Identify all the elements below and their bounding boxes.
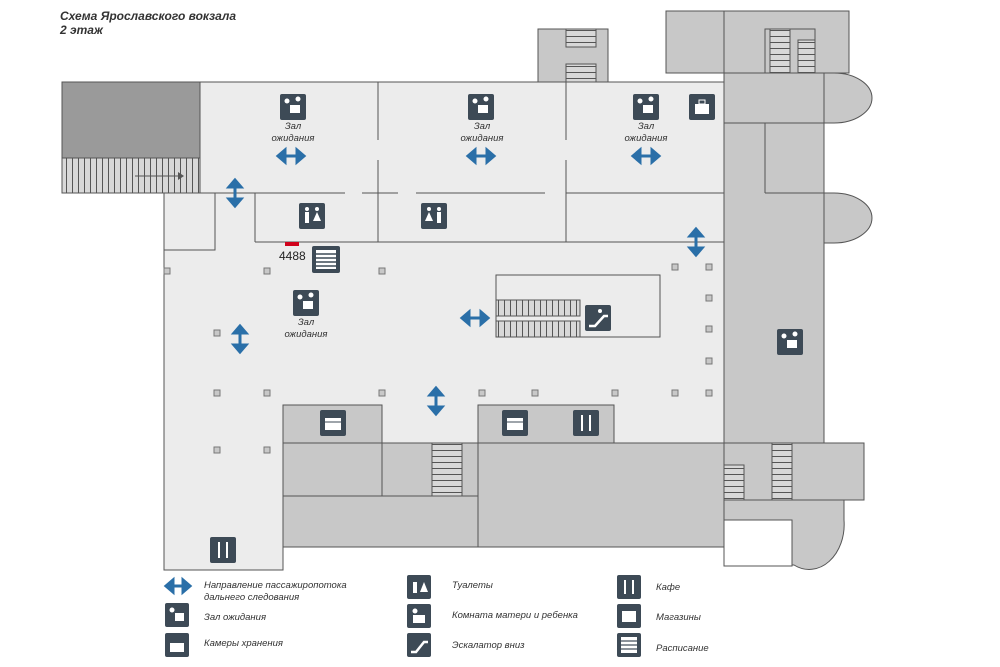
cafe-icon — [573, 410, 599, 436]
legend-escalator-label: Эскалатор вниз — [452, 640, 525, 651]
legend-direction-arrow-icon — [163, 576, 193, 596]
escalator-down-icon — [585, 305, 611, 331]
location-marker — [285, 242, 299, 246]
legend-toilets-label: Туалеты — [452, 580, 493, 591]
direction-arrow-icon — [686, 226, 706, 258]
legend-schedule-icon — [617, 633, 641, 657]
shops-icon — [320, 410, 346, 436]
marker-number: 4488 — [279, 249, 306, 263]
partitions — [200, 82, 724, 243]
direction-arrow-icon — [459, 308, 491, 328]
legend-toilets-icon — [407, 575, 431, 599]
waiting-hall-icon — [468, 94, 494, 120]
legend-shops-icon — [617, 604, 641, 628]
stairwell-north — [537, 28, 816, 83]
luggage-icon — [689, 94, 715, 120]
direction-arrow-icon — [426, 385, 446, 417]
map-title: Схема Ярославского вокзала — [60, 9, 237, 23]
legend-schedule-label: Расписание — [656, 643, 709, 654]
escalator-area — [495, 274, 661, 338]
legend-waiting-hall-label: Зал ожидания — [204, 612, 267, 623]
direction-arrow-icon — [225, 177, 245, 209]
waiting-hall-icon — [777, 329, 803, 355]
direction-arrows — [225, 146, 706, 417]
legend-shops-label: Магазины — [656, 612, 701, 623]
legend-mother-child-icon — [407, 604, 431, 628]
legend-mother-child-label: Комната матери и ребенка — [452, 610, 578, 621]
direction-arrow-icon — [465, 146, 497, 166]
schedule-icon — [312, 246, 340, 273]
cafe-icon — [210, 537, 236, 563]
floor-label: 2 этаж — [60, 23, 103, 37]
direction-arrow-icon — [630, 146, 662, 166]
waiting-hall-icon — [633, 94, 659, 120]
legend-luggage-label: Камеры хранения — [204, 638, 284, 649]
room-west — [163, 192, 216, 251]
direction-arrow-icon — [275, 146, 307, 166]
legend-waiting-hall-icon — [165, 603, 189, 627]
legend-cafe-icon — [617, 575, 641, 599]
legend-luggage-icon — [165, 633, 189, 657]
waiting-hall-icon — [293, 290, 319, 316]
shops-icon — [502, 410, 528, 436]
pillars — [163, 263, 713, 454]
toilets-icon — [421, 203, 447, 229]
dark-block-west — [61, 81, 201, 194]
waiting-hall-icon — [280, 94, 306, 120]
legend-cafe-label: Кафе — [656, 582, 681, 593]
direction-arrow-icon — [230, 323, 250, 355]
building-block-east — [665, 10, 873, 444]
legend-escalator-icon — [407, 633, 431, 657]
toilets-icon — [299, 203, 325, 229]
